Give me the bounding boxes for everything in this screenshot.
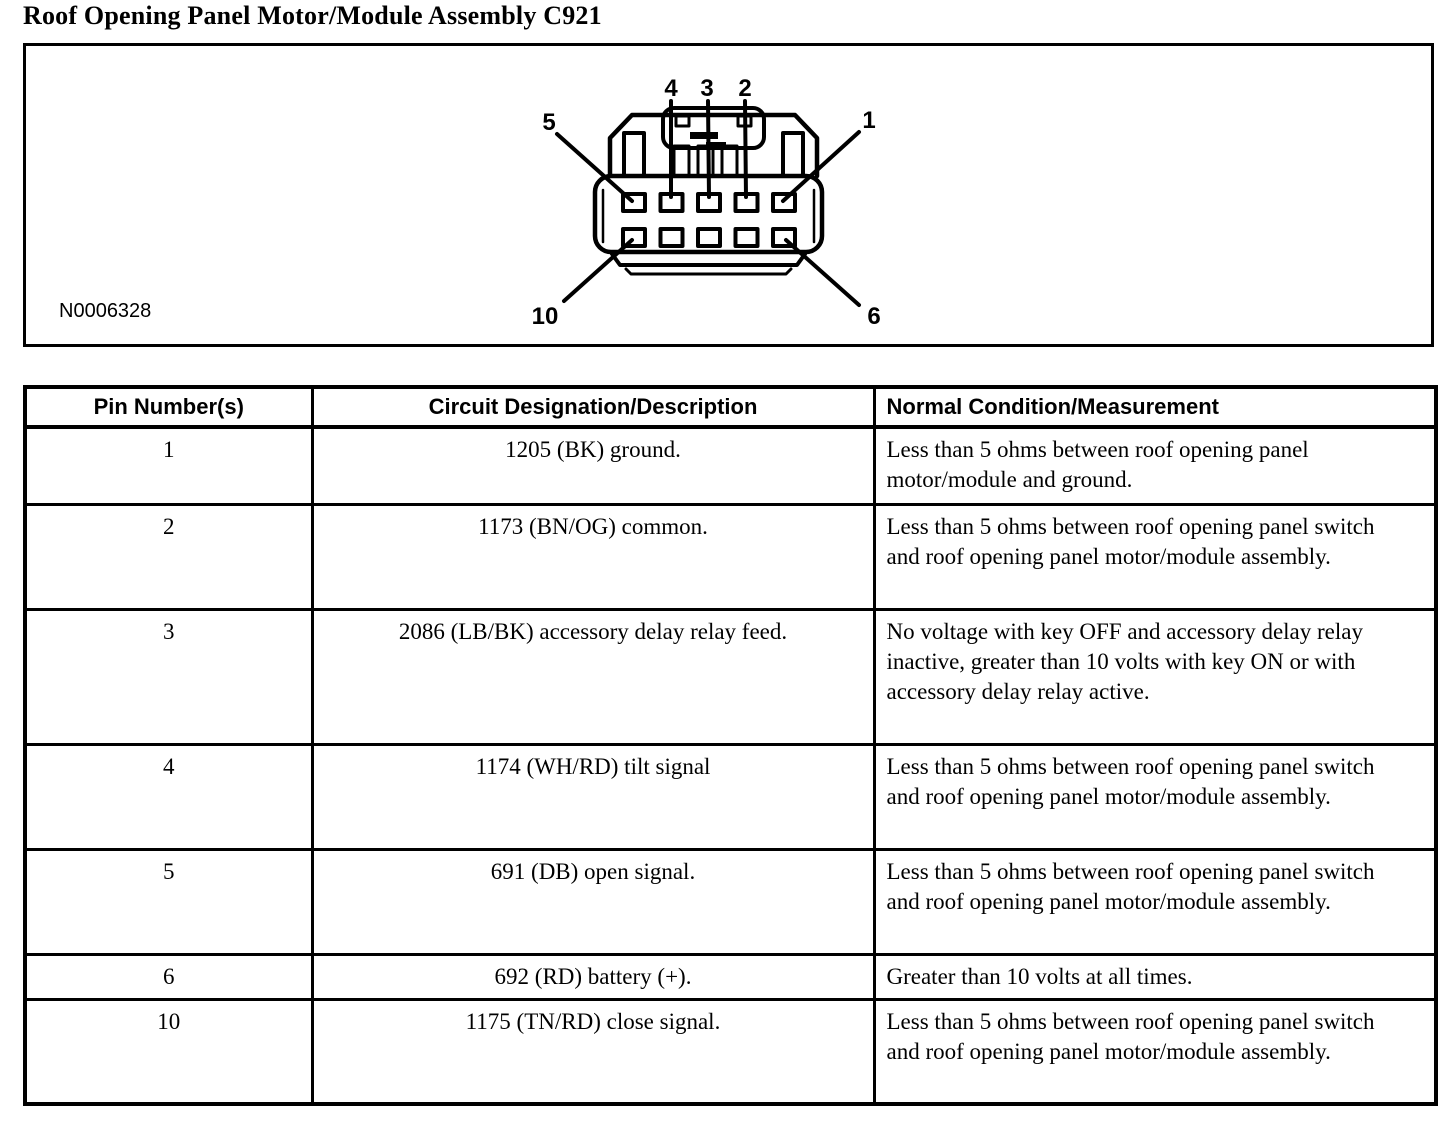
pin-slot-1 — [771, 192, 797, 213]
upper-housing-right-slot — [781, 131, 805, 178]
latch-slot-3 — [720, 144, 739, 178]
pin-cell: 2 — [23, 502, 314, 611]
header-normal-condition: Normal Condition/Measurement — [872, 385, 1438, 429]
circuit-cell: 2086 (LB/BK) accessory delay relay feed. — [310, 607, 876, 746]
circuit-cell: 1174 (WH/RD) tilt signal — [310, 742, 876, 851]
header-pin-numbers: Pin Number(s) — [23, 385, 314, 429]
callout-pin-4: 4 — [664, 75, 678, 102]
leader-line-3 — [706, 99, 711, 199]
pin-table: Pin Number(s) Circuit Designation/Descri… — [23, 385, 1438, 1106]
pin-cell: 6 — [23, 952, 314, 1001]
leader-line-10 — [562, 238, 634, 303]
pin-cell: 1 — [23, 425, 314, 506]
condition-cell: Greater than 10 volts at all times. — [872, 952, 1438, 1001]
callout-pin-5: 5 — [542, 109, 555, 136]
pin-slot-5 — [621, 192, 647, 213]
connector-diagram: 5 4 3 2 1 10 6 N0006328 — [59, 75, 881, 330]
circuit-cell: 1173 (BN/OG) common. — [310, 502, 876, 611]
latch-detail-bar — [690, 132, 718, 139]
callout-pin-3: 3 — [700, 75, 713, 102]
latch-slot-2 — [696, 144, 715, 178]
leader-line-1 — [781, 130, 861, 203]
upper-housing-left-slot — [622, 131, 646, 178]
condition-cell: Less than 5 ohms between roof opening pa… — [872, 742, 1438, 851]
pin-slot-6 — [771, 227, 797, 248]
connector-figure-box: 5 4 3 2 1 10 6 N0006328 — [23, 43, 1434, 347]
connector-base-inner — [624, 267, 793, 276]
pin-cell: 3 — [23, 607, 314, 746]
page-title: Roof Opening Panel Motor/Module Assembly… — [23, 1, 602, 30]
pin-slot-8 — [696, 227, 722, 248]
callout-pin-1: 1 — [862, 107, 875, 134]
pin-slot-10 — [621, 227, 647, 248]
pin-cell: 5 — [23, 847, 314, 956]
leader-line-2 — [743, 99, 748, 199]
callout-pin-2: 2 — [738, 75, 751, 102]
connector-upper-housing — [607, 112, 820, 179]
pin-cell: 4 — [23, 742, 314, 851]
callout-pin-6: 6 — [867, 303, 880, 330]
latch-slot-1 — [672, 144, 691, 178]
condition-cell: Less than 5 ohms between roof opening pa… — [872, 425, 1438, 506]
connector-base — [610, 252, 807, 267]
circuit-cell: 1205 (BK) ground. — [310, 425, 876, 506]
pin-slot-9 — [658, 227, 685, 248]
table-header-row: Pin Number(s) Circuit Designation/Descri… — [23, 385, 1438, 429]
latch-notch-left — [674, 114, 691, 128]
condition-cell: No voltage with key OFF and accessory de… — [872, 607, 1438, 746]
pin-cell: 10 — [23, 997, 314, 1106]
leader-line-5 — [555, 132, 634, 203]
circuit-cell: 691 (DB) open signal. — [310, 847, 876, 956]
figure-id-label: N0006328 — [59, 300, 151, 322]
condition-cell: Less than 5 ohms between roof opening pa… — [872, 502, 1438, 611]
header-circuit-designation: Circuit Designation/Description — [310, 385, 876, 429]
circuit-cell: 1175 (TN/RD) close signal. — [310, 997, 876, 1106]
pin-slot-7 — [733, 227, 760, 248]
circuit-cell: 692 (RD) battery (+). — [310, 952, 876, 1001]
leader-line-6 — [784, 238, 861, 307]
condition-cell: Less than 5 ohms between roof opening pa… — [872, 997, 1438, 1106]
condition-cell: Less than 5 ohms between roof opening pa… — [872, 847, 1438, 956]
callout-pin-10: 10 — [532, 303, 559, 330]
latch-detail-bar-2 — [706, 142, 726, 147]
